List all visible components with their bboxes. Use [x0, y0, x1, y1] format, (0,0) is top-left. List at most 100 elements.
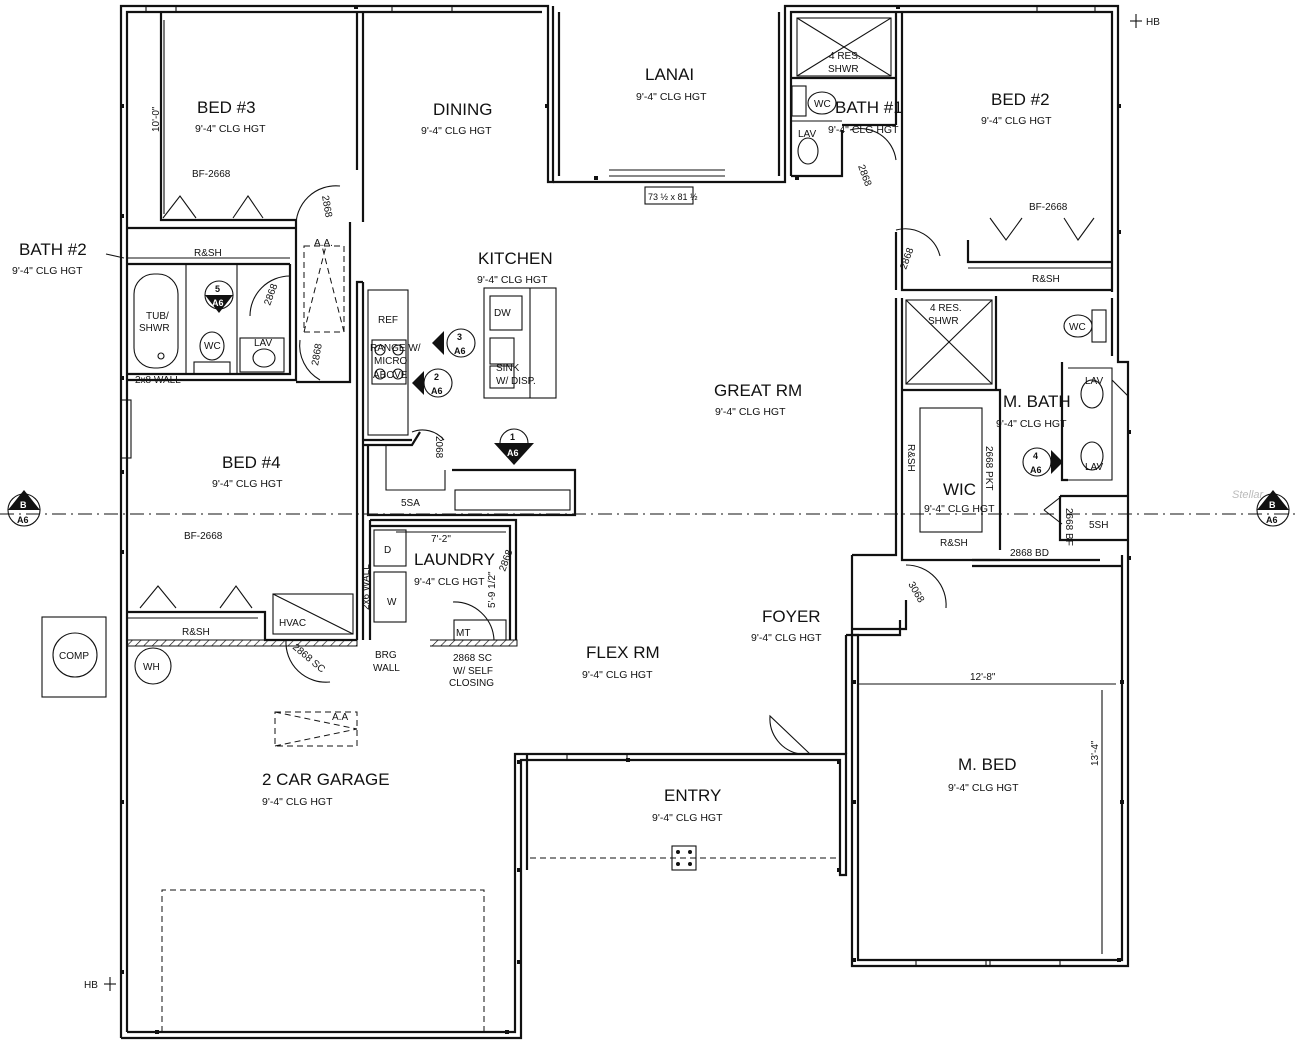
- wall-note-2x6: 2x6 WALL: [361, 564, 372, 610]
- water-heater-label: WH: [143, 662, 160, 673]
- room-ceiling-garage: 9'-4" CLG HGT: [262, 796, 333, 808]
- section-marker-2-num: 2: [434, 372, 439, 382]
- self-closing-door-label-1: 2868 SC: [453, 653, 492, 664]
- section-marker-b-left-num: B: [20, 500, 27, 510]
- room-ceiling-foyer: 9'-4" CLG HGT: [751, 632, 822, 644]
- section-marker-2-sheet: A6: [431, 386, 443, 396]
- self-closing-door-label-2: W/ SELF: [453, 666, 493, 677]
- bifold-door-label-bed4: BF-2668: [184, 531, 223, 542]
- room-ceiling-mbath: 9'-4" CLG HGT: [996, 418, 1067, 430]
- bifold-label-bed2: BF-2668: [1029, 202, 1068, 213]
- lav-label-mbath-1: LAV: [1085, 376, 1103, 387]
- room-ceiling-bed4: 9'-4" CLG HGT: [212, 478, 283, 490]
- room-name-mbed: M. BED: [958, 755, 1017, 774]
- section-marker-3-num: 3: [457, 332, 462, 342]
- room-name-mbath: M. BATH: [1003, 392, 1071, 411]
- room-name-bed2: BED #2: [991, 90, 1050, 109]
- door-label-bed3: 2868: [319, 195, 334, 219]
- room-name-laundry: LAUNDRY: [414, 550, 495, 569]
- bifold-door-label-mbath: 2668 BF: [1063, 508, 1074, 546]
- room-name-bath2: BATH #2: [19, 240, 87, 259]
- sink-disp-label: W/ DISP.: [496, 376, 536, 387]
- compressor-label: COMP: [59, 651, 89, 662]
- tub-label: TUB/: [146, 311, 169, 322]
- section-marker-5-sheet: A6: [212, 298, 224, 308]
- room-name-flexrm: FLEX RM: [586, 643, 660, 662]
- door-label-bath1: 2868: [855, 163, 873, 188]
- hvac-label: HVAC: [279, 618, 306, 629]
- rsh-label-bed4: R&SH: [182, 627, 210, 638]
- room-ceiling-lanai: 9'-4" CLG HGT: [636, 91, 707, 103]
- hose-bib-label-top: HB: [1146, 17, 1160, 28]
- room-ceiling-bed3: 9'-4" CLG HGT: [195, 123, 266, 135]
- room-ceiling-kitchen: 9'-4" CLG HGT: [477, 274, 548, 286]
- interior-walls: [126, 12, 1128, 647]
- plan-notes: HB HB 4 RES. SHWR WC LAV 2868 BF-2668 28…: [59, 17, 1265, 991]
- room-ceiling-entry: 9'-4" CLG HGT: [652, 812, 723, 824]
- sa5-label: 5SA: [401, 498, 420, 509]
- section-marker-b-right: B A6: [1256, 490, 1290, 527]
- room-ceiling-wic: 9'-4" CLG HGT: [924, 503, 995, 515]
- shower-note-bath1: 4 RES.: [829, 51, 861, 62]
- wall-posts: [120, 5, 1131, 1034]
- mt-label: MT: [456, 628, 470, 639]
- section-marker-b-right-sheet: A6: [1266, 515, 1278, 525]
- pocket-door-label-wic: 2668 PKT: [983, 446, 994, 490]
- attic-access-label: A.A.: [314, 238, 333, 249]
- section-marker-5: 5 A6: [204, 280, 234, 313]
- ref-label: REF: [378, 315, 398, 326]
- door-label-foyer: 3068: [905, 580, 926, 605]
- room-ceiling-flexrm: 9'-4" CLG HGT: [582, 669, 653, 681]
- range-label-1: RANGE W/: [370, 343, 421, 354]
- lav-label-mbath-2: LAV: [1085, 462, 1103, 473]
- lav-label-bath2: LAV: [254, 338, 272, 349]
- wc-label-bath2: WC: [204, 341, 221, 352]
- wall-note-2x8: 2x8 WALL: [135, 375, 181, 386]
- room-ceiling-dining: 9'-4" CLG HGT: [421, 125, 492, 137]
- rsh-label-bed3: R&SH: [194, 248, 222, 259]
- section-marker-4: 4 A6: [1022, 447, 1063, 477]
- self-closing-door-label-3: CLOSING: [449, 678, 494, 689]
- washer-label: W: [387, 597, 397, 608]
- range-label-2: MICRO: [374, 356, 408, 367]
- dimension-13-4: 13'-4": [1090, 740, 1101, 766]
- dimension-lines: [104, 14, 1142, 991]
- section-marker-1: 1 A6: [494, 428, 534, 465]
- room-name-bed3: BED #3: [197, 98, 256, 117]
- room-ceiling-laundry: 9'-4" CLG HGT: [414, 576, 485, 588]
- room-ceiling-bath1: 9'-4" CLG HGT: [828, 124, 899, 136]
- room-name-greatrm: GREAT RM: [714, 381, 802, 400]
- garage-attic-access-label: A.A: [332, 712, 348, 723]
- room-ceiling-greatrm: 9'-4" CLG HGT: [715, 406, 786, 418]
- section-marker-3: 3 A6: [432, 328, 476, 358]
- lav-label-bath1: LAV: [798, 129, 816, 140]
- bifold-label-bed3: BF-2668: [192, 169, 231, 180]
- dryer-label: D: [384, 545, 391, 556]
- dimension-5-9: 5'-9 1/2": [487, 571, 498, 608]
- room-ceiling-bath2: 9'-4" CLG HGT: [12, 265, 83, 277]
- wc-label-bath1: WC: [814, 99, 831, 110]
- fixtures: [41, 85, 1107, 871]
- section-marker-4-num: 4: [1033, 451, 1038, 461]
- rsh-label-wic: R&SH: [940, 538, 968, 549]
- room-name-lanai: LANAI: [645, 65, 694, 84]
- dimension-10-0: 10'-0": [151, 106, 162, 132]
- watermark: Stellar: [1232, 489, 1265, 501]
- room-name-kitchen: KITCHEN: [478, 249, 553, 268]
- doors: [139, 127, 1095, 755]
- door-label-kitchen: 2068: [433, 436, 444, 459]
- overhead-lines: [0, 245, 1300, 1032]
- shower-label-bath1: SHWR: [828, 64, 859, 75]
- dw-label: DW: [494, 308, 511, 319]
- door-label-wic: 2868 BD: [1010, 548, 1049, 559]
- section-marker-4-sheet: A6: [1030, 465, 1042, 475]
- section-marker-3-sheet: A6: [454, 346, 466, 356]
- section-marker-2: 2 A6: [412, 368, 453, 398]
- room-name-foyer: FOYER: [762, 607, 821, 626]
- section-marker-b-right-num: B: [1269, 500, 1276, 510]
- room-labels: BED #3 9'-4" CLG HGT DINING 9'-4" CLG HG…: [12, 65, 1071, 824]
- dimension-12-8: 12'-8": [970, 672, 996, 683]
- room-name-dining: DINING: [433, 100, 493, 119]
- sink-label: SINK: [496, 363, 520, 374]
